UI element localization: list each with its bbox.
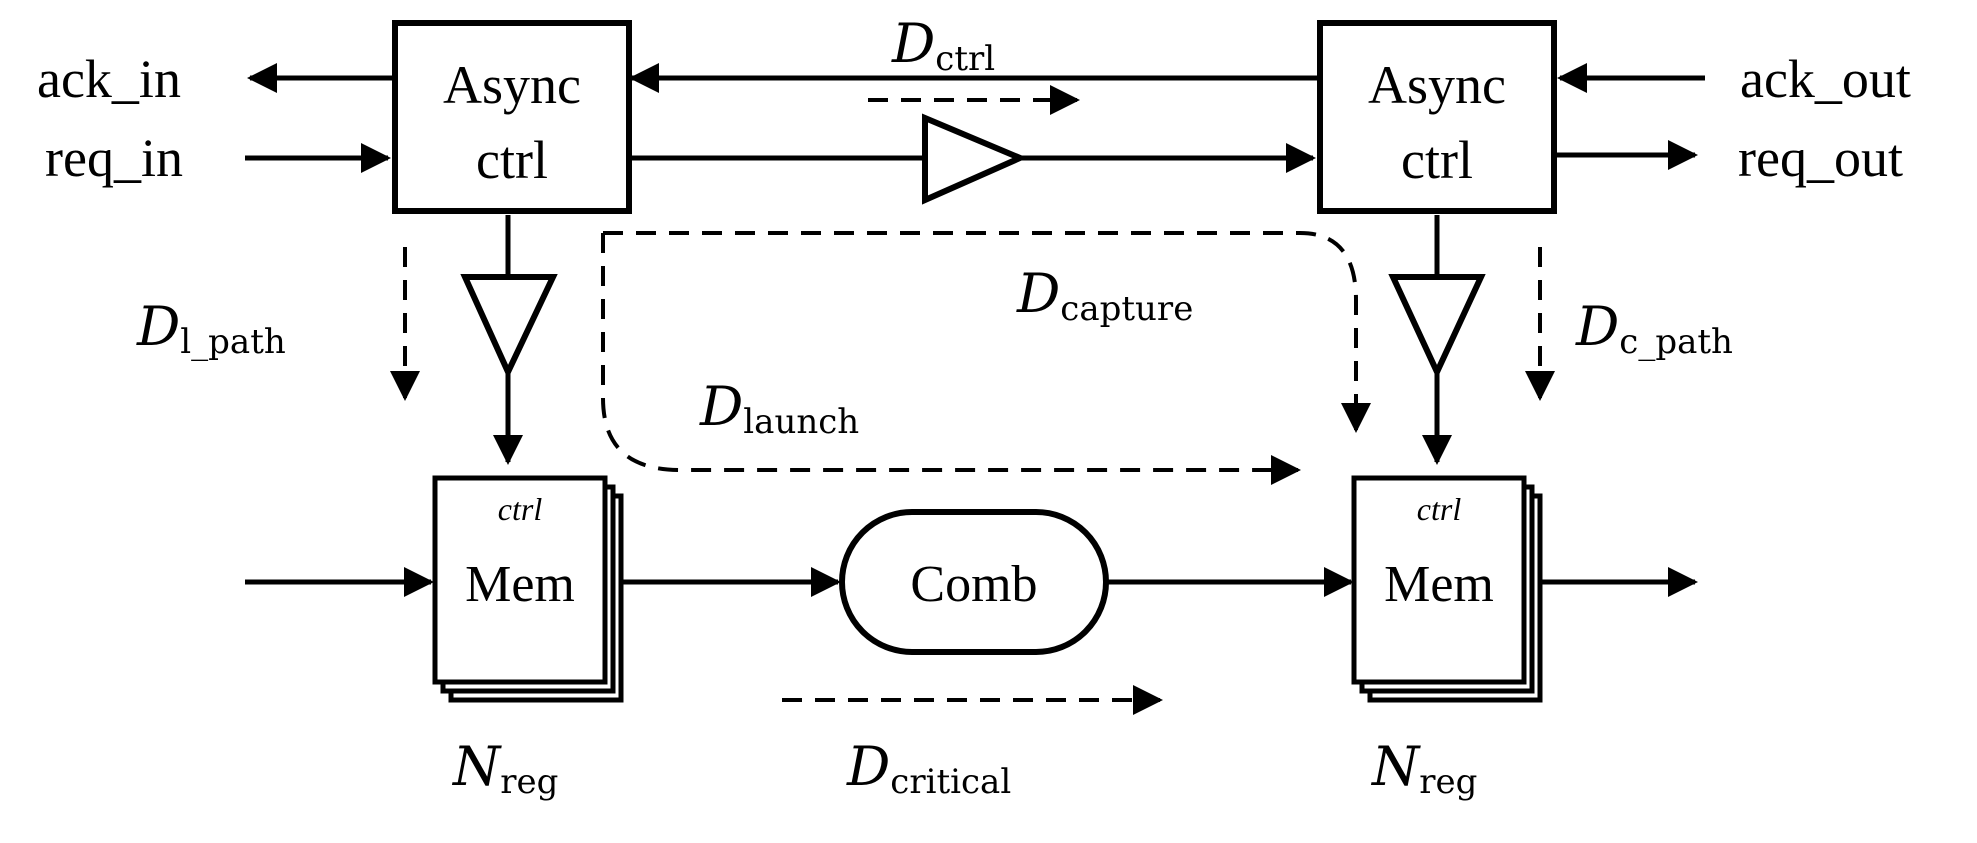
nreg-right-label: Nreg (1370, 735, 1477, 802)
d-launch-label: Dlaunch (699, 375, 859, 442)
ack-out-label: ack_out (1740, 49, 1911, 109)
req-in-label: req_in (45, 128, 183, 188)
d-l-path-label: Dl_path (136, 295, 286, 362)
mem-right-stack: ctrl Mem (1351, 475, 1543, 703)
req-out-label: req_out (1738, 128, 1903, 188)
async-left-line2: ctrl (476, 130, 548, 190)
async-right-line1: Async (1368, 55, 1506, 115)
mem-left-stack: ctrl Mem (432, 475, 624, 703)
comb-block: Comb (839, 509, 1109, 655)
d-c-path-label: Dc_path (1575, 295, 1733, 362)
d-critical-label: Dcritical (846, 735, 1011, 802)
left-clock-buffer-icon (460, 274, 558, 380)
comb-label: Comb (910, 556, 1037, 613)
mem-right-ctrl: ctrl (1417, 491, 1462, 527)
nreg-left-label: Nreg (451, 735, 558, 802)
d-capture-label: Dcapture (1016, 262, 1193, 329)
mem-left-label: Mem (465, 556, 575, 613)
async-right-line2: ctrl (1401, 130, 1473, 190)
d-launch-dashed-path (601, 233, 1301, 485)
mem-right-label: Mem (1384, 556, 1494, 613)
mem-left-ctrl: ctrl (498, 491, 543, 527)
ctrl-buffer-icon (922, 113, 1028, 205)
d-capture-dashed-path (603, 231, 1371, 433)
right-clock-buffer-icon (1388, 274, 1486, 380)
d-ctrl-label: Dctrl (891, 12, 995, 79)
ack-in-label: ack_in (37, 49, 181, 109)
async-ctrl-right: Async ctrl (1317, 20, 1557, 214)
async-ctrl-left: Async ctrl (392, 20, 632, 214)
async-left-line1: Async (443, 55, 581, 115)
